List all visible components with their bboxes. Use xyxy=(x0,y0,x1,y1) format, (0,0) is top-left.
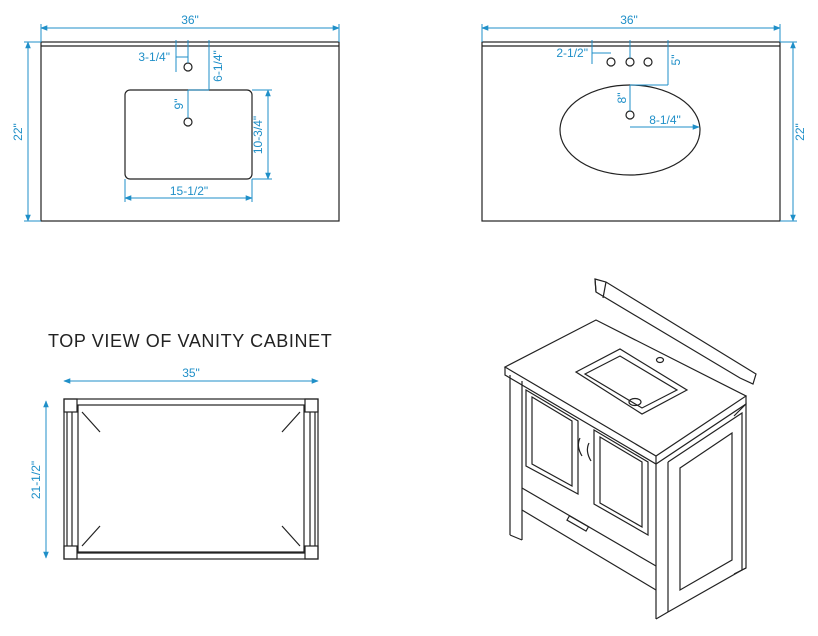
depth-label: 22" xyxy=(793,123,807,141)
side-panel xyxy=(667,411,743,613)
drain-hole xyxy=(183,117,193,127)
countertop xyxy=(503,319,748,457)
cabinet-top-view: TOP VIEW OF VANITY CABINET 35" 21-1/2" xyxy=(29,331,332,560)
drain-from-edge-label: 8" xyxy=(615,93,629,104)
sink-width-label: 15-1/2" xyxy=(170,184,208,198)
top-right-countertop-view: 36" 22" 2-1/2" 5" 8" 8-1/4" xyxy=(481,13,807,222)
drain xyxy=(628,397,642,407)
faucet-to-sink-label: 6-1/4" xyxy=(211,50,225,82)
faucet-hole-center xyxy=(625,57,635,67)
drain-hole xyxy=(625,110,635,120)
width-label: 36" xyxy=(181,13,199,27)
corner-post xyxy=(63,545,78,560)
faucet-hole-left xyxy=(606,57,616,67)
faucet-hole xyxy=(655,356,665,364)
cabinet-frame xyxy=(63,398,319,560)
undermount-sink xyxy=(574,348,689,415)
hole-offset-label: 5" xyxy=(669,55,683,66)
cabinet-depth-label: 21-1/2" xyxy=(29,461,43,499)
top-left-countertop-view: 36" 22" 3-1/4" 6-1/4" 9" 10-3/4" 15-1/2" xyxy=(11,13,340,222)
cabinet-width-label: 35" xyxy=(182,366,200,380)
door-left xyxy=(525,388,579,496)
bowl-radius-label: 8-1/4" xyxy=(649,113,681,127)
sink-depth-label: 10-3/4" xyxy=(251,116,265,154)
faucet-hole-right xyxy=(643,57,653,67)
corner-post xyxy=(304,545,319,560)
drawer-front xyxy=(521,487,657,591)
cabinet-legs xyxy=(509,375,669,619)
vanity-isometric-view xyxy=(503,278,757,620)
door-handles xyxy=(577,437,592,462)
countertop-outline xyxy=(481,41,781,222)
cabinet-view-title: TOP VIEW OF VANITY CABINET xyxy=(48,331,332,351)
countertop-outline xyxy=(40,41,340,222)
drawer-pull xyxy=(566,514,590,532)
faucet-offset-label: 3-1/4" xyxy=(138,50,170,64)
corner-post xyxy=(63,398,78,413)
width-label: 36" xyxy=(620,13,638,27)
corner-post xyxy=(304,398,319,413)
hole-spacing-label: 2-1/2" xyxy=(556,46,588,60)
faucet-hole xyxy=(183,62,193,72)
door-right xyxy=(593,428,649,537)
depth-label: 22" xyxy=(11,123,25,141)
drain-from-edge-label: 9" xyxy=(172,99,186,110)
